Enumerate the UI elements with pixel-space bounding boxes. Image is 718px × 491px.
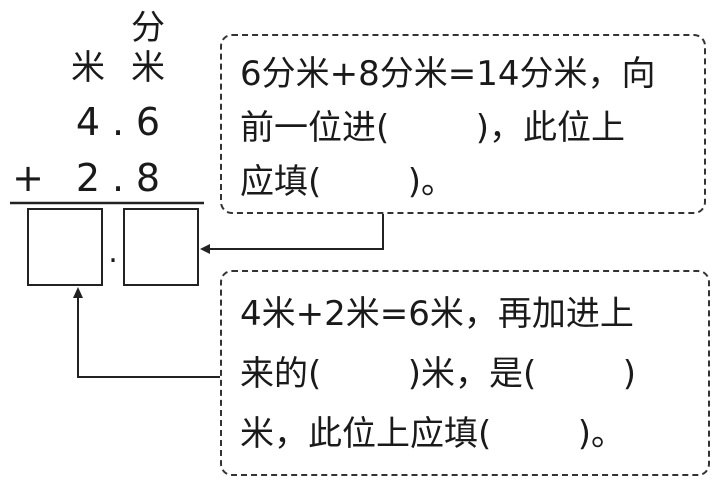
addend2-point: . bbox=[111, 156, 125, 200]
addend1-ones: 4 bbox=[75, 100, 101, 144]
header-fen: 分 bbox=[131, 8, 165, 48]
arrow-top-line bbox=[206, 214, 384, 250]
top-box-line-3: 应填( )。 bbox=[240, 162, 455, 202]
answer-point: . bbox=[108, 235, 118, 270]
addend1-tenths: 6 bbox=[135, 100, 161, 144]
arrow-top-head bbox=[200, 244, 210, 254]
bottom-box-line-3: 米，此位上应填( )。 bbox=[240, 414, 625, 454]
arrow-bottom-line bbox=[77, 294, 220, 378]
plus-sign: + bbox=[12, 156, 44, 200]
top-box-line-2: 前一位进( )，此位上 bbox=[240, 108, 625, 148]
bottom-box-line-1: 4米+2米=6米，再加进上 bbox=[240, 294, 634, 334]
arrow-bottom-head bbox=[73, 287, 83, 298]
answer-ones-box[interactable] bbox=[27, 208, 103, 286]
tenths-explanation-box: 6分米+8分米=14分米，向 前一位进( )，此位上 应填( )。 bbox=[220, 34, 706, 214]
header-mi-tenths: 米 bbox=[131, 48, 165, 88]
ones-explanation-box: 4米+2米=6米，再加进上 来的( )米，是( ) 米，此位上应填( )。 bbox=[220, 270, 710, 476]
addend2-ones: 2 bbox=[75, 156, 101, 200]
header-mi-ones: 米 bbox=[71, 48, 105, 88]
addend1-point: . bbox=[111, 100, 125, 144]
answer-tenths-box[interactable] bbox=[123, 208, 199, 286]
top-box-line-1: 6分米+8分米=14分米，向 bbox=[240, 54, 656, 94]
bottom-box-line-2: 来的( )米，是( ) bbox=[240, 354, 636, 394]
addend2-tenths: 8 bbox=[135, 156, 161, 200]
